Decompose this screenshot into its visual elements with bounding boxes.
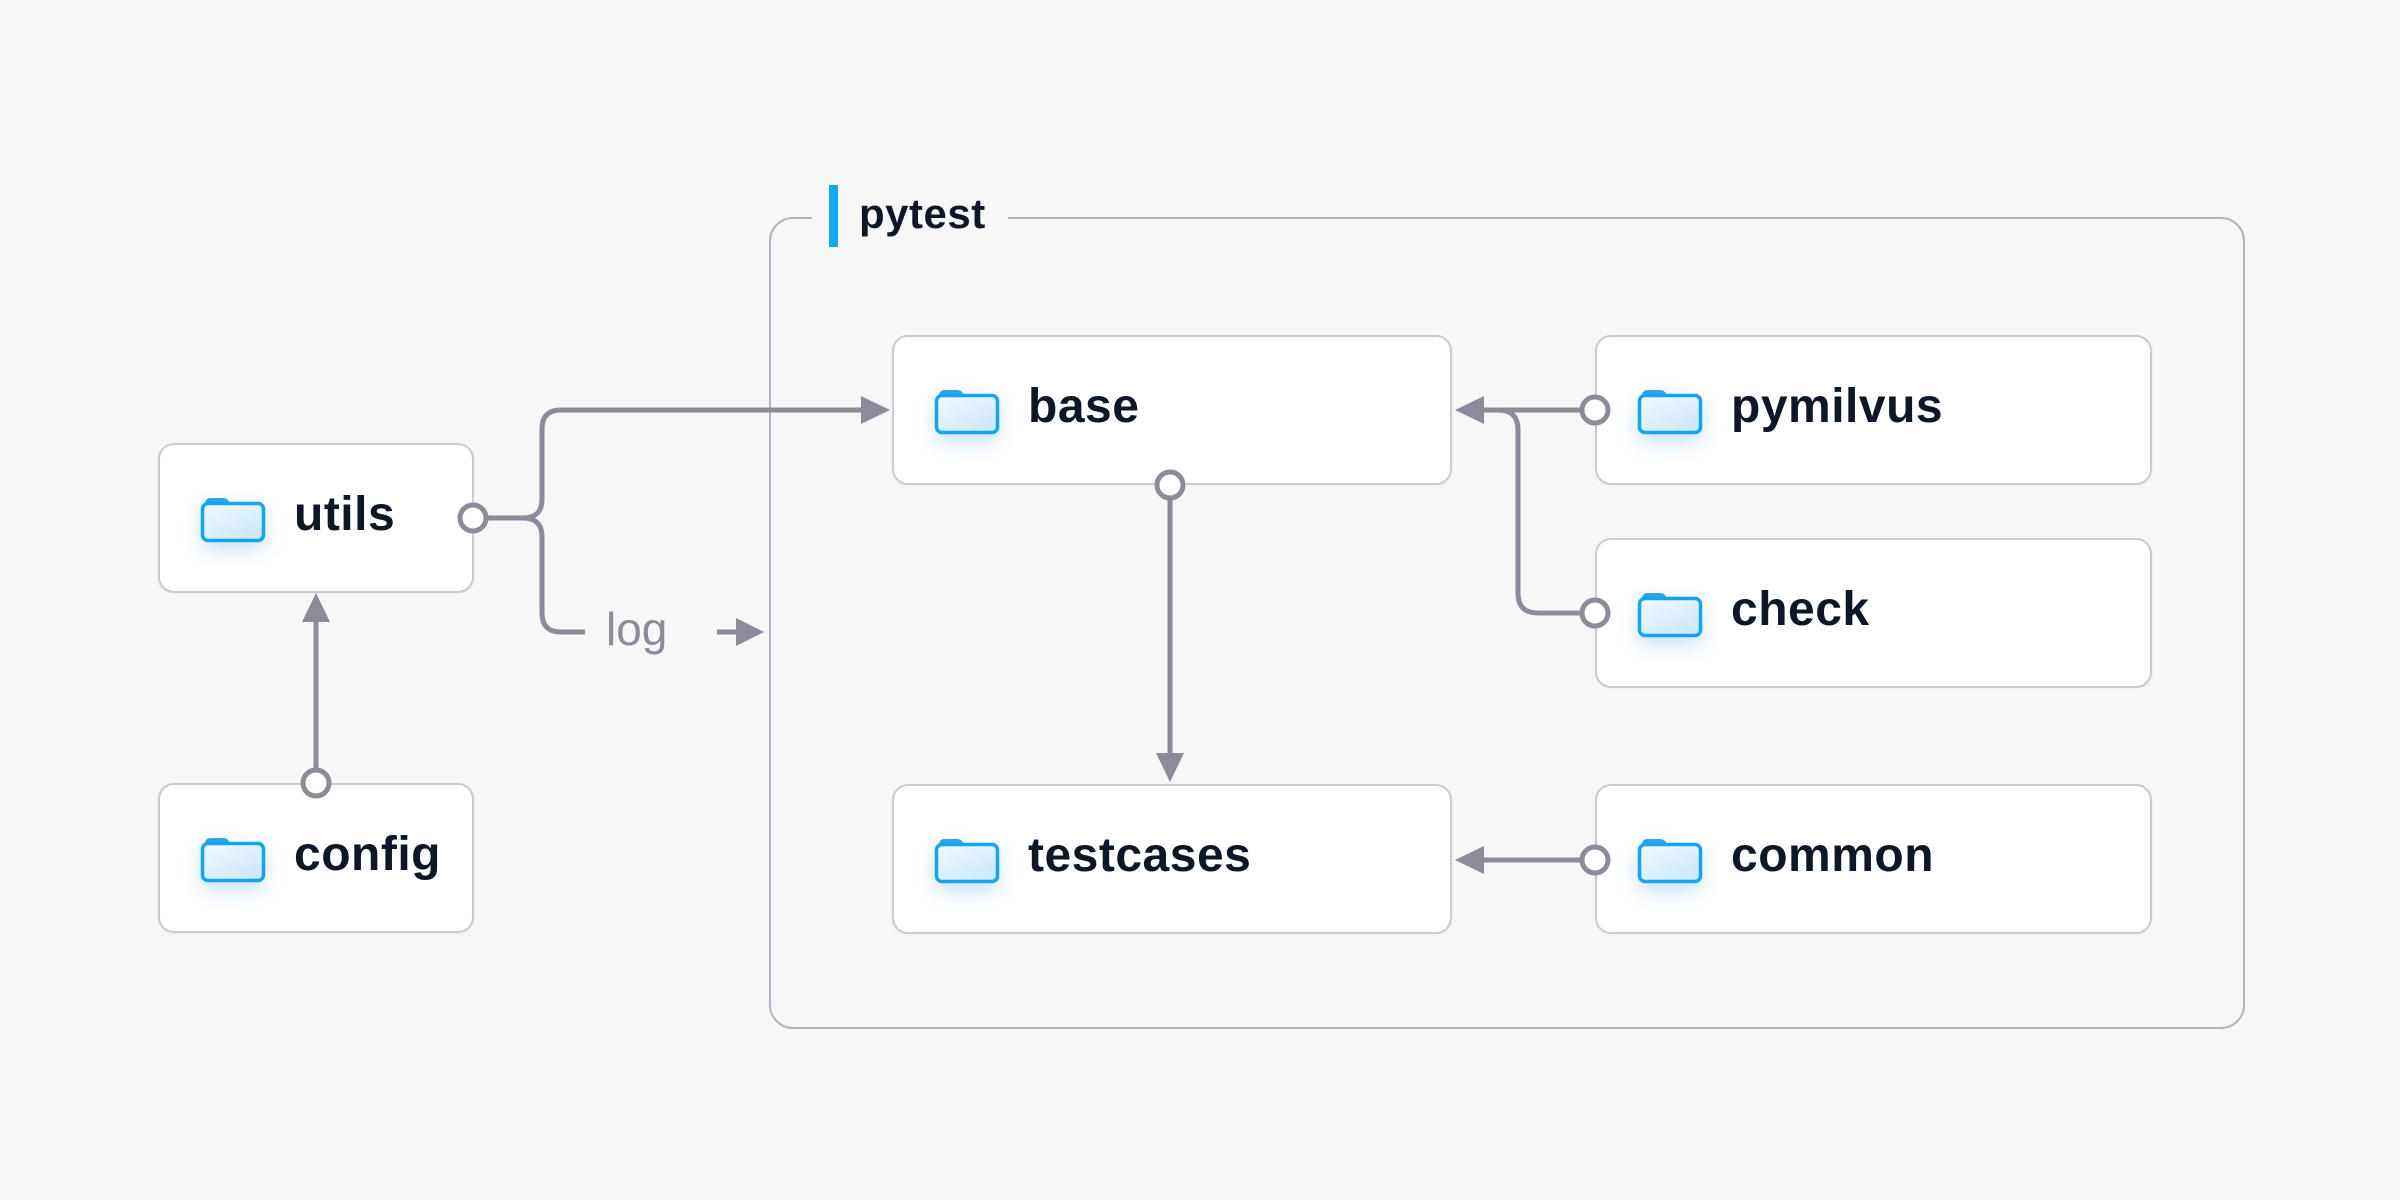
folder-icon (1637, 838, 1703, 884)
folder-icon (1637, 592, 1703, 638)
folder-icon (1637, 389, 1703, 435)
accent-bar-icon (829, 185, 838, 247)
node-check-label: check (1731, 583, 1870, 636)
edge-config-utils (300, 593, 332, 799)
pytest-group-container (769, 217, 2245, 1029)
node-pymilvus-label: pymilvus (1731, 380, 1944, 433)
node-common-label: common (1731, 829, 1935, 882)
node-config-label: config (294, 828, 441, 881)
edge-label-log: log (606, 603, 668, 655)
node-testcases-label: testcases (1028, 829, 1252, 882)
node-pymilvus: pymilvus (1595, 335, 2152, 485)
node-base: base (892, 335, 1452, 485)
node-utils: utils (158, 443, 474, 593)
folder-icon (200, 497, 266, 543)
pytest-group-title: pytest (812, 184, 1008, 248)
folder-icon (934, 838, 1000, 884)
node-base-label: base (1028, 380, 1140, 433)
pytest-group-label: pytest (859, 190, 986, 237)
node-config: config (158, 783, 474, 933)
node-common: common (1595, 784, 2152, 934)
folder-icon (200, 837, 266, 883)
node-utils-label: utils (294, 488, 396, 541)
node-testcases: testcases (892, 784, 1452, 934)
node-check: check (1595, 538, 2152, 688)
folder-icon (934, 389, 1000, 435)
